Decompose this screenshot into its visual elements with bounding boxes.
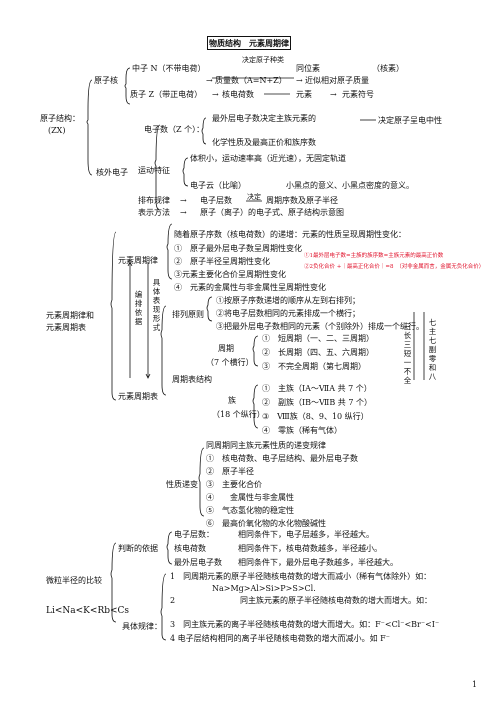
- item-x3: ③ 主要化合价: [206, 480, 262, 489]
- page-title: 物质结构 元素周期律: [207, 36, 291, 50]
- arrow: →: [180, 196, 187, 205]
- item-x4: ④ 金属性与非金属性: [206, 493, 294, 502]
- label-element-symbol: 元素符号: [342, 90, 374, 99]
- label-representation: 表示方法: [138, 208, 170, 217]
- label-outer: 最外层电子数: [174, 558, 222, 567]
- text-shell: 相同条件下，电子层越多，半径越大。: [238, 530, 374, 539]
- item-zu1: ① 主族（ⅠA～ⅦA 共 7 个）: [262, 384, 372, 393]
- arrow: →: [180, 208, 187, 217]
- label-extranuclear-electrons: 核外电子: [96, 168, 128, 177]
- item-z1: ① 短周期（一、二、三周期）: [262, 334, 374, 343]
- label-nuclear-charge: 核电荷数: [222, 90, 254, 99]
- label-three-long: 三长三短一不全: [403, 322, 412, 385]
- label-left-1: 元素周期律和: [46, 311, 94, 320]
- arrow: →: [212, 90, 219, 99]
- label-charge: 核电荷数: [174, 544, 206, 553]
- item-p1: ① 原子最外层电子数呈周期性变化: [174, 244, 302, 253]
- label-element: 元素: [296, 90, 312, 99]
- label-left-2: 元素周期表: [46, 323, 86, 332]
- label-relative-atomic-mass: 近似相对原子质量: [305, 76, 369, 85]
- label-particle-radius: 微粒半径的比较: [46, 576, 102, 585]
- item-zu2: ② 副族（ⅠB～ⅦB 共 7 个）: [262, 398, 372, 407]
- text-charge: 相同条件下，核电荷数越多，半径越小。: [238, 544, 382, 553]
- page-number: 1: [472, 680, 478, 689]
- item-x6: ⑥ 最高价氧化物的水化物酸碱性: [206, 519, 326, 528]
- label-volume: 体积小，运动速率高（近光速），无固定轨道: [190, 154, 346, 163]
- label-arrangement-principle: 排列原则: [172, 310, 204, 319]
- label-chemical-properties: 化学性质及最高正价和族序数: [212, 138, 316, 147]
- item-z2: ② 长周期（四、五、六周期）: [262, 348, 374, 357]
- note-decides: 决定: [247, 193, 261, 201]
- rule-1-example: Na>Mg>Al>Si>P>S>Cl.: [212, 584, 316, 593]
- label-arrangement-rule: 排布规律: [138, 196, 170, 205]
- label-electron-cloud: 电子云（比喻）: [190, 181, 246, 190]
- label-eighteen-columns: （18 个纵行）: [212, 410, 265, 419]
- label-li-na-series: Li<Na<K<Rb<Cs: [46, 606, 130, 616]
- label-seven-rows: （7 个横行）: [206, 358, 254, 367]
- label-mass-number: 质量数（A=N+Z）: [215, 76, 287, 85]
- label-electron-count: 电子数（Z 个）：: [144, 125, 205, 134]
- label-concrete-forms: 具体表现形式: [152, 278, 161, 332]
- item-p2: ② 原子半径呈周期性变化: [174, 257, 270, 266]
- label-property-trend: 性质递变: [166, 480, 198, 489]
- rule-2: 同主族元素的原子半径随核电荷数的增大而增大。如：: [240, 596, 432, 605]
- arrow: →: [206, 76, 213, 85]
- arrow: →: [296, 76, 303, 85]
- item-r1: ①按原子序数递增的顺序从左到右排列；: [216, 296, 360, 305]
- label-judgment-basis: 判断的依据: [118, 544, 158, 553]
- label-period: 周期: [218, 344, 234, 353]
- red-note-1: ①1最外层电子数=主族的族序数=主族元素的最高正价数: [304, 253, 444, 259]
- red-note-2: ②2负化合价 +｜最高正化合价｜=8 （对非金属而言，金属无负化合价）: [304, 264, 485, 270]
- label-shell-count: 电子层数: [200, 196, 232, 205]
- label-period-radius: 周期序数及原子半径: [266, 196, 338, 205]
- item-x5: ⑤ 气态氢化物的稳定性: [206, 506, 294, 515]
- label-with-atomic-number: 随着原子序数（核电荷数）的递增：元素的性质呈现周期性变化：: [174, 230, 406, 239]
- label-zx: (ZX): [48, 126, 66, 135]
- item-p3: ③元素主要化合价呈周期性变化: [174, 270, 286, 279]
- item-r3: ③把最外层电子数相同的元素（个别除外）排成一个纵行。: [216, 322, 424, 331]
- label-nuclide: （核素）: [372, 64, 404, 73]
- label-shell: 电子层数：: [174, 530, 214, 539]
- label-atomic-structure: 原子结构：: [40, 114, 80, 123]
- label-specific-rules: 具体规律：: [122, 622, 162, 631]
- item-z3: ③ 不完全周期（第七周期）: [262, 362, 366, 371]
- label-neutron: 中子 N（不带电荷）: [132, 64, 206, 73]
- label-isotope: 同位素: [296, 64, 320, 73]
- label-electron-formula: 原子（离子）的电子式、原子结构示意图: [200, 208, 344, 217]
- label-group: 族: [228, 396, 236, 405]
- label-periodic-law: 元素周期律: [118, 256, 158, 265]
- label-motion-features: 运动特征: [138, 166, 170, 175]
- item-x1: ① 核电荷数、电子层结构、最外层电子数: [206, 454, 358, 463]
- rule-1: 1 同周期元素的原子半径随核电荷数的增大而减小（稀有气体除外）如：: [170, 572, 432, 581]
- label-proton: 质子 Z（带正电荷）: [130, 90, 203, 99]
- label-dots-meaning: 小黑点的意义、小黑点密度的意义。: [286, 181, 414, 190]
- label-seven-main: 七主七副零和八: [428, 318, 437, 381]
- item-zu3: ③ Ⅷ族（8、9、10 纵行）: [262, 412, 369, 421]
- label-periodic-table: 元素周期表: [118, 392, 158, 401]
- arrow: →: [330, 90, 337, 99]
- item-x2: ② 原子半径: [206, 467, 254, 476]
- label-trend-rule: 同周期同主族元素性质的递变规律: [206, 441, 326, 450]
- note-decides-atom-type: 决定原子种类: [242, 56, 284, 64]
- text-outer: 相同条件下，最外层电子数越多，半径越大。: [238, 558, 398, 567]
- rule-3: 3 同主族元素的离子半径随核电荷数的增大而增大。如：F⁻<Cl⁻<Br⁻<I⁻: [170, 620, 440, 629]
- rule-4: 4 电子层结构相同的离子半径随核电荷数的增大而减小。如 F⁻: [170, 634, 390, 643]
- label-table-structure: 周期表结构: [172, 375, 212, 384]
- label-electrically-neutral: 决定原子呈电中性: [378, 116, 442, 125]
- label-outermost-electrons: 最外层电子数决定主族元素的: [212, 114, 316, 123]
- item-p4: ④ 元素的金属性与非金属性呈周期性变化: [174, 283, 326, 292]
- item-r2: ②将电子层数相同的元素排成一个横行；: [216, 309, 360, 318]
- item-zu4: ④ 零族（稀有气体）: [262, 426, 342, 435]
- rule-2-number: 2: [170, 596, 176, 605]
- label-nucleus: 原子核: [94, 76, 118, 85]
- label-arrangement-basis: 编排依据: [134, 290, 143, 326]
